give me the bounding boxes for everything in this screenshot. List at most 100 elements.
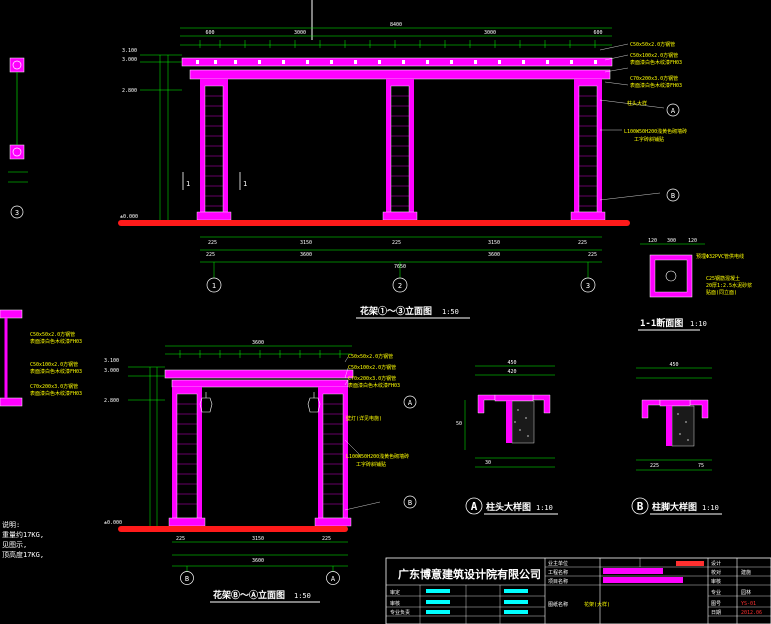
elevBA-note-2: C50x100x2.0方钢管 [348, 364, 396, 371]
section-1-1[interactable]: 120 300 120 预埋Φ32PVC管供电线 C25钢筋混凝土 20厚1:2… [638, 238, 752, 331]
sec11-dim-1: 120 [648, 238, 657, 244]
elev13-note-2: C50x100x2.0方钢管 [630, 52, 678, 59]
elev13-bdim-3: 225 [392, 240, 401, 246]
elev13-detail-ref-A-label: A [671, 107, 676, 115]
tb-row-4: 图纸名称 [548, 601, 568, 608]
detB-dim-right: 75 [698, 463, 704, 469]
elevBA-note-4: 表面漆白色木纹漆FH03 [348, 382, 400, 389]
elev13-column-3[interactable] [570, 79, 606, 221]
elev13-scale: 1:50 [442, 308, 459, 316]
wall-lamp-left-icon [199, 392, 213, 413]
wall-lamp-right-icon [307, 392, 321, 413]
elev13-note-7: 工字砖斜铺贴 [634, 136, 664, 143]
elevBA-note-5: 壁灯(详见电施) [346, 415, 382, 422]
elevation-1-3[interactable]: 8400 600 3000 3000 600 [118, 22, 687, 319]
elevBA-top-beam[interactable] [164, 369, 354, 379]
title-block[interactable]: 广东博意建筑设计院有限公司 业主单位 工程名称 项目名称 图纸名称 花架(大样)… [385, 557, 771, 624]
elevBA-bdim-2: 3150 [252, 536, 264, 542]
elevBA-column-right[interactable] [314, 387, 352, 527]
elevBA-axis-A[interactable] [326, 571, 340, 585]
detA-dim-bottom: 30 [485, 460, 491, 466]
elev13-overall-dim: 8400 [390, 22, 402, 28]
elev13-ground-line [118, 220, 630, 226]
elev13-axis-3[interactable] [580, 277, 596, 293]
detB-dim-mid: 225 [650, 463, 659, 469]
elevBA-scale: 1:50 [294, 592, 311, 600]
tb-row-3: 项目名称 [548, 578, 568, 585]
tb-approve-3: 专业负责 [390, 609, 410, 616]
elev13-top-dim-right: 600 [593, 30, 602, 36]
elevBA-column-left[interactable] [168, 387, 206, 527]
elevBA-ground-line [118, 526, 348, 532]
detail-B-column-base[interactable]: 450 225 75 B 柱脚大样图 1:10 [631, 362, 722, 515]
tb-sig-5 [504, 600, 528, 604]
detA-bubble [465, 497, 483, 515]
left-mark-label: 3 [15, 209, 19, 217]
tb-label-1: 设计 [711, 560, 721, 567]
elev13-axis-2[interactable] [392, 277, 408, 293]
elev13-axis-label-2: 2 [398, 282, 402, 290]
tb-code-4: 2012.06 [741, 610, 762, 616]
left-note-3: C50x100x2.0方钢管 [30, 361, 78, 368]
elev13-top-dim-mid2: 3000 [484, 30, 496, 36]
tb-highlight-2 [603, 577, 683, 583]
detail-A-column-head[interactable]: 450 420 50 30 A 柱头大样图 1:10 [456, 360, 558, 515]
detA-dim-sub: 420 [507, 369, 516, 375]
elev13-detail-ref-B[interactable] [666, 188, 680, 202]
tb-sig-1 [426, 589, 450, 593]
elev13-top-dim-mid1: 3000 [294, 30, 306, 36]
left-post-cap-bottom [9, 144, 25, 160]
tb-red-stamp [676, 561, 704, 566]
elev13-detail-ref-A[interactable] [666, 103, 680, 117]
elevBA-detail-ref-B-label: B [408, 499, 412, 507]
elevBA-detail-ref-A[interactable] [403, 395, 417, 409]
left-post-cap-top [9, 57, 25, 73]
elev13-detail-ref-B-label: B [671, 192, 675, 200]
sec11-note-2: C25钢筋混凝土 [706, 275, 740, 282]
elevation-B-A[interactable]: 3600 [104, 340, 417, 603]
elevBA-title: 花架Ⓑ～Ⓐ立面图 [213, 589, 285, 601]
elev13-level-3: 2.800 [122, 88, 137, 94]
elev13-note-3: 表面漆白色木纹漆FH03 [630, 59, 682, 66]
sec11-title: 1-1断面图 [640, 317, 683, 329]
elev13-column-2[interactable] [382, 79, 418, 221]
sec11-note-1: 预埋Φ32PVC管供电线 [696, 253, 744, 260]
elev13-axis-1[interactable] [206, 277, 222, 293]
elev13-title: 花架①～③立面图 [360, 305, 432, 317]
elevBA-level-4: ±0.000 [104, 520, 122, 526]
elevBA-detail-ref-B[interactable] [403, 495, 417, 509]
left-bottom-note-1: 说明: [2, 520, 20, 529]
tb-row-1: 业主单位 [548, 560, 568, 567]
detA-scale: 1:10 [536, 504, 553, 512]
elevBA-overall-dim: 3600 [252, 340, 264, 346]
elev13-axis-label-1: 1 [212, 282, 216, 290]
elevBA-bottom-total: 3600 [252, 558, 264, 564]
elev13-axis-label-3: 3 [586, 282, 590, 290]
sec11-scale: 1:10 [690, 320, 707, 328]
detA-dim-side: 50 [456, 421, 462, 427]
tb-label-4: 专业 [711, 589, 721, 596]
elevBA-detail-ref-A-label: A [408, 399, 413, 407]
elevBA-main-beam[interactable] [171, 379, 349, 388]
tb-label-2: 校对 [711, 569, 721, 576]
detA-letter: A [471, 500, 478, 513]
elevBA-axis-B[interactable] [180, 571, 194, 585]
elev13-note-5: 表面漆白色木纹漆FH03 [630, 82, 682, 89]
detA-title: 柱头大样图 [486, 501, 531, 513]
elev13-bsub-3: 3600 [488, 252, 500, 258]
tb-label-5: 图号 [711, 601, 721, 607]
tb-approve-1: 审定 [390, 589, 400, 596]
detB-dim-top: 450 [669, 362, 678, 368]
elev13-column-1[interactable] [196, 79, 232, 221]
elev13-bsub-2: 3600 [300, 252, 312, 258]
elev13-note-4: C70x200x3.0方钢管 [630, 75, 678, 82]
elevBA-bdim-1: 225 [176, 536, 185, 542]
elev13-bdim-4: 3150 [488, 240, 500, 246]
sec11-note-3: 20厚1:2.5水泥砂浆 [706, 282, 752, 289]
left-mark-circle [10, 205, 24, 219]
elevBA-note-3: C70x200x3.0方钢管 [348, 375, 396, 382]
elevBA-axis-label-A: A [331, 575, 336, 583]
tb-drawing-name: 花架(大样) [584, 601, 610, 608]
elev13-main-beam[interactable] [189, 69, 611, 80]
